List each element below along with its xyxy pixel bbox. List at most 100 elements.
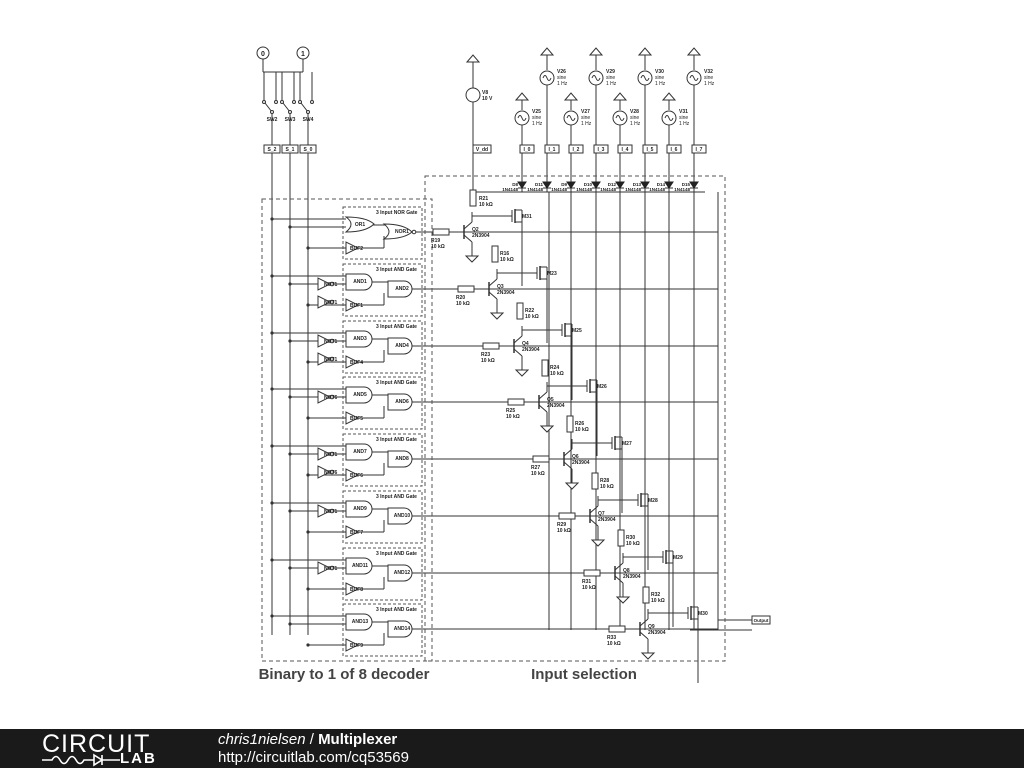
author-link[interactable]: chris1nielsen [218,731,306,748]
label: D14 [657,182,666,187]
label: BUF1 [350,303,363,309]
label: V32 [704,69,713,75]
base-resistor [432,228,450,236]
gate-group-box [342,547,423,601]
junction-dot [270,444,274,448]
wire [639,618,649,627]
label: V_dd [476,147,488,153]
label: 3 Input AND Gate [376,380,417,386]
diode [542,181,552,189]
and-gate [387,564,413,582]
label: 3 Input NOR Gate [376,210,418,216]
label: 1 Hz [655,81,666,87]
label: I_7 [696,147,703,153]
label: M25 [572,328,582,334]
not-gate [317,447,332,461]
gate-group-box [342,490,423,544]
wire [589,505,599,514]
label: Q9 [648,624,655,630]
junction-dot [288,622,292,626]
ground-symbol [514,369,530,377]
not-gate [317,390,332,404]
label: AND4 [395,343,409,349]
label: AND11 [352,563,368,569]
gate-group-box [342,263,423,317]
label: 3 Input AND Gate [376,551,417,557]
junction-dot [288,452,292,456]
buffer [345,241,360,255]
label: 10 kΩ [525,314,539,320]
label: I_2 [573,147,580,153]
decoder-section-box [261,198,433,662]
supply-arrow [637,47,653,56]
and-gate [387,280,413,298]
label: 2N3904 [472,233,490,239]
and-gate [387,507,413,525]
supply-arrow [612,92,628,101]
and-gate [387,620,413,638]
inversion-bubble [329,299,335,305]
ground-symbol [640,652,656,660]
buffer [345,525,360,539]
label: D11 [535,182,544,187]
label: 1N4148 [551,187,567,192]
label: OR1 [355,222,366,228]
label: AND5 [353,392,367,398]
base-resistor [482,342,500,350]
ground-symbol [489,312,505,320]
label: V28 [630,109,639,115]
not-gate [317,352,332,366]
inversion-bubble [329,356,335,362]
label: V27 [581,109,590,115]
switch-common [288,110,292,114]
label: AND9 [353,506,367,512]
supply-arrow [539,47,555,56]
label: Q4 [522,341,529,347]
diode [664,181,674,189]
gate-group-box [342,206,423,260]
switch-contact [280,100,284,104]
inversion-bubble [329,508,335,514]
switch-contact [274,100,278,104]
label: AND13 [352,619,369,625]
dc-source-v8 [465,87,481,103]
label: R32 [651,592,660,598]
label: BUF9 [350,643,363,649]
label: 10 kΩ [506,414,520,420]
label: 1N4148 [674,187,690,192]
buffer [345,411,360,425]
label: 10 kΩ [626,541,640,547]
label: M26 [597,384,607,390]
inversion-bubble [329,338,335,344]
circuit-url[interactable]: http://circuitlab.com/cq53569 [218,749,409,766]
sine-glyph [517,115,527,121]
components [256,46,771,662]
buffer [345,638,360,652]
circuitlab-logo[interactable]: CIRCUIT [42,730,151,758]
inversion-bubble [329,281,335,287]
label: sine [606,75,615,81]
label: M31 [522,214,532,220]
label: 2N3904 [598,517,616,523]
label: V30 [655,69,664,75]
label: 1 [301,51,305,58]
switch-common [270,110,274,114]
supply-arrow [465,54,481,63]
label: NOT6 [324,395,338,401]
wire [513,335,523,344]
label: M27 [622,441,632,447]
junction-dot [306,587,310,591]
wires [262,55,752,683]
junction-dot [306,303,310,307]
label: Q6 [572,454,579,460]
label: SW4 [303,117,314,123]
label: R29 [557,522,566,528]
label: R16 [500,251,509,257]
input-net-label [642,144,658,154]
and-gate [345,613,373,631]
diode [566,181,576,189]
label: AND14 [394,626,411,632]
wire [463,221,473,230]
label: 1 Hz [606,81,617,87]
label: SW3 [285,117,296,123]
